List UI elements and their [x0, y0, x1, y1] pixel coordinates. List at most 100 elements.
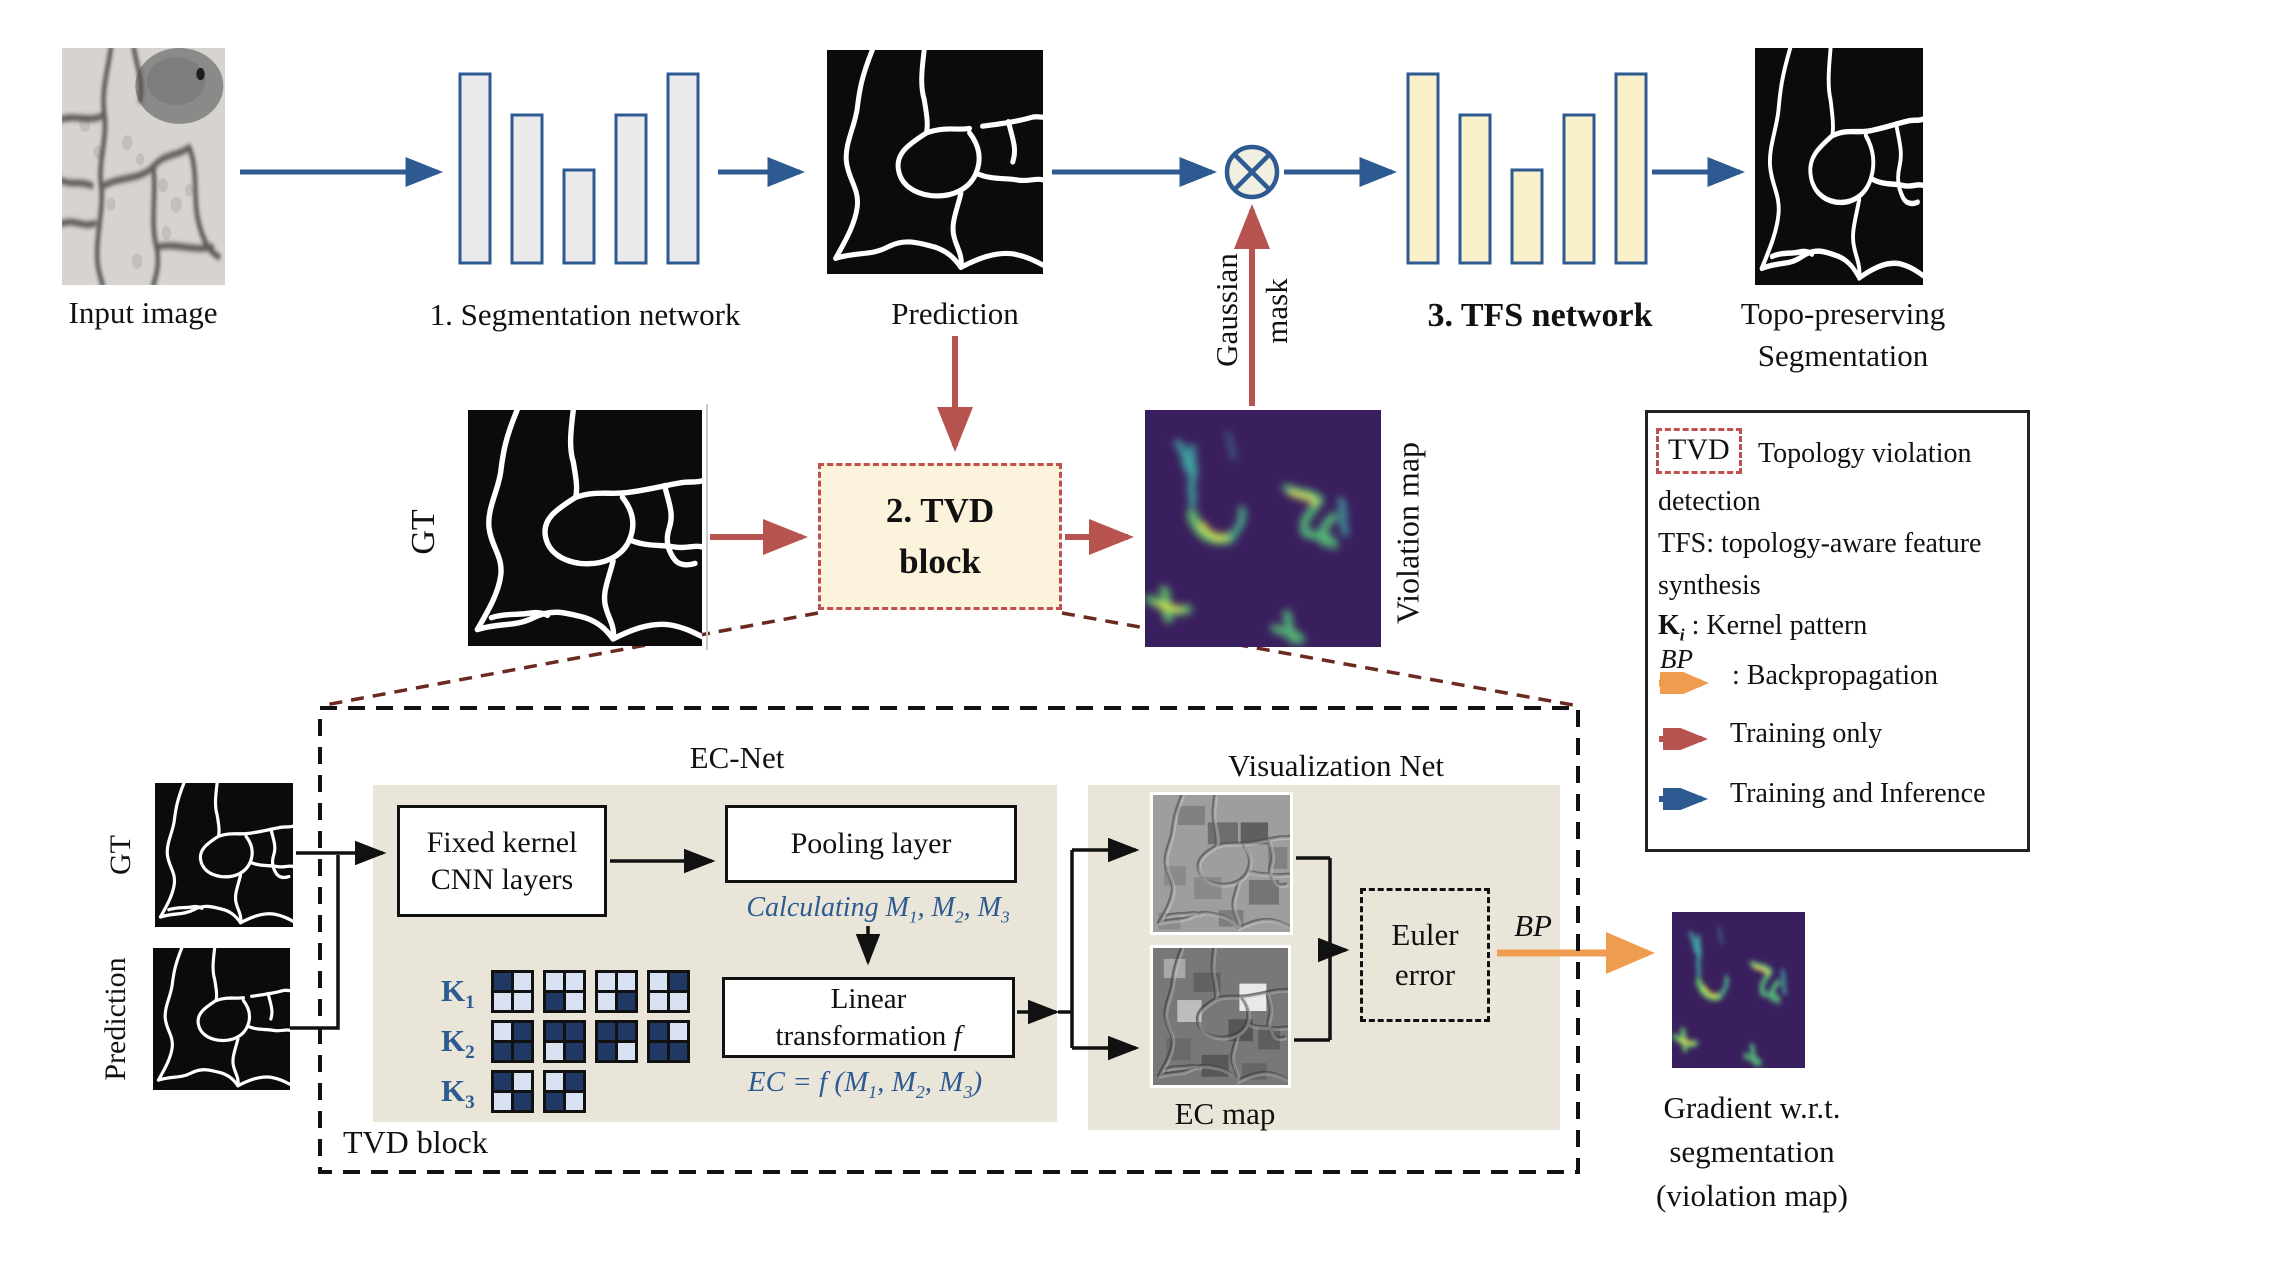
kernel-cell-light	[546, 972, 563, 990]
legend-box	[1645, 410, 2030, 852]
ec-map-image-1	[1150, 792, 1293, 935]
kernel-pattern	[647, 1019, 690, 1063]
kernel-cell-dark	[670, 1042, 687, 1060]
violation-map-image	[1145, 410, 1381, 647]
legend-kernel-row: Ki : Kernel pattern	[1658, 610, 1868, 645]
kernel-pattern	[595, 969, 638, 1013]
kernel-cell-light	[514, 972, 531, 990]
backprop-arrow-icon	[1659, 672, 1709, 694]
legend-ki-abbr: Ki	[1658, 610, 1685, 645]
input-image	[62, 48, 225, 285]
legend-training-only: Training only	[1730, 718, 1883, 749]
kernel-cell-dark	[566, 1022, 583, 1040]
kernel-pattern	[595, 1019, 638, 1063]
ec-map-image-2	[1150, 945, 1291, 1088]
pooling-layer-label: Pooling layer	[790, 827, 952, 861]
kernel-row-1: K1	[441, 966, 699, 1016]
kernel-cell-dark	[566, 1042, 583, 1060]
mask-word-label: mask	[1259, 278, 1294, 344]
kernel-cell-light	[618, 1042, 635, 1060]
tvd-box-line2: block	[899, 541, 981, 581]
topo-segmentation-image	[1755, 48, 1923, 285]
kernel-cell-dark	[618, 1022, 635, 1040]
kernel-row-3: K3	[441, 1066, 699, 1116]
legend-ki-desc: : Kernel pattern	[1691, 610, 1868, 641]
kernel-cell-dark	[546, 1022, 563, 1040]
legend-bp-desc: : Backpropagation	[1732, 660, 1939, 691]
legend-tfs-line2: synthesis	[1658, 570, 1761, 601]
kernel-row-label: K3	[441, 1073, 475, 1114]
euler-error-box: Euler error	[1360, 888, 1490, 1022]
tvd-block-label: TVD block	[343, 1124, 488, 1160]
visualization-title: Visualization Net	[1228, 748, 1444, 783]
kernel-cell-light	[546, 1042, 563, 1060]
segmentation-network-bars	[458, 72, 700, 265]
linear-transformation-box: Linear transformation f	[722, 977, 1015, 1058]
kernel-cell-dark	[566, 1072, 583, 1090]
prediction-small-image	[153, 948, 290, 1090]
kernel-pattern	[543, 1019, 586, 1063]
tvd-block-container	[318, 706, 1580, 1174]
line-prediction-join	[290, 855, 340, 1030]
pooling-layer-box: Pooling layer	[725, 805, 1017, 883]
training-only-arrow-icon	[1659, 728, 1708, 750]
tfs-network-label: 3. TFS network	[1427, 297, 1653, 334]
kernel-cell-light	[546, 1072, 563, 1090]
kernel-cell-light	[514, 992, 531, 1010]
kernel-pattern	[491, 1069, 534, 1113]
kernel-cell-light	[670, 992, 687, 1010]
legend-tvd-abbr: TVD	[1668, 433, 1730, 466]
kernel-pattern	[543, 969, 586, 1013]
kernel-cell-dark	[670, 972, 687, 990]
gaussian-word-label: Gaussian	[1209, 253, 1244, 367]
kernel-cell-light	[494, 992, 511, 1010]
topo-label-line1: Topo-preserving	[1740, 296, 1946, 331]
kernel-pattern	[543, 1069, 586, 1113]
gt-image	[468, 410, 702, 646]
legend-tvd-desc-line1: Topology violation	[1758, 438, 1972, 469]
kernel-cell-light	[566, 972, 583, 990]
linear-line2: transformation f	[775, 1019, 962, 1052]
kernel-cell-light	[598, 972, 615, 990]
kernel-row-label: K1	[441, 973, 475, 1014]
fixed-kernel-box: Fixed kernel CNN layers	[397, 805, 607, 917]
calculating-text: Calculating M1, M2, M3	[746, 892, 1010, 927]
bp-label: BP	[1514, 908, 1552, 943]
kernel-cell-dark	[494, 972, 511, 990]
kernel-cell-dark	[514, 1092, 531, 1110]
input-image-label: Input image	[68, 295, 218, 330]
fixed-kernel-line2: CNN layers	[430, 863, 574, 896]
kernel-cell-dark	[494, 1072, 511, 1090]
violation-map-label: Violation map	[1389, 441, 1426, 625]
gradient-image	[1672, 912, 1805, 1068]
kernel-cell-light	[618, 972, 635, 990]
ec-formula: EC = f (M1, M2, M3)	[747, 1066, 983, 1102]
ec-map-label: EC map	[1174, 1096, 1276, 1131]
legend-tvd-desc-line2: detection	[1658, 486, 1761, 517]
expansion-line-left	[324, 611, 819, 707]
prediction-small-label: Prediction	[99, 957, 132, 1081]
kernel-cell-light	[566, 1092, 583, 1110]
legend-bp-abbr: BP	[1660, 644, 1693, 674]
legend-tfs-line1: TFS: topology-aware feature	[1658, 528, 1982, 559]
linear-line1: Linear	[830, 983, 907, 1016]
kernel-cell-dark	[598, 1042, 615, 1060]
kernel-cell-dark	[618, 992, 635, 1010]
topo-label-line2: Segmentation	[1757, 338, 1929, 373]
fixed-kernel-line1: Fixed kernel	[426, 825, 578, 859]
kernel-row-label: K2	[441, 1023, 475, 1064]
tvd-block-box: 2. TVD block	[818, 463, 1062, 610]
kernel-cell-dark	[514, 1042, 531, 1060]
kernel-row-2: K2	[441, 1016, 699, 1066]
prediction-image	[827, 50, 1043, 274]
kernel-pattern	[491, 969, 534, 1013]
kernel-cell-light	[650, 972, 667, 990]
kernel-cell-light	[598, 992, 615, 1010]
kernel-cell-dark	[494, 1042, 511, 1060]
tfs-network-bars	[1406, 72, 1648, 265]
kernel-cell-dark	[650, 1022, 667, 1040]
kernel-cell-light	[494, 1022, 511, 1040]
kernel-cell-dark	[546, 1092, 563, 1110]
